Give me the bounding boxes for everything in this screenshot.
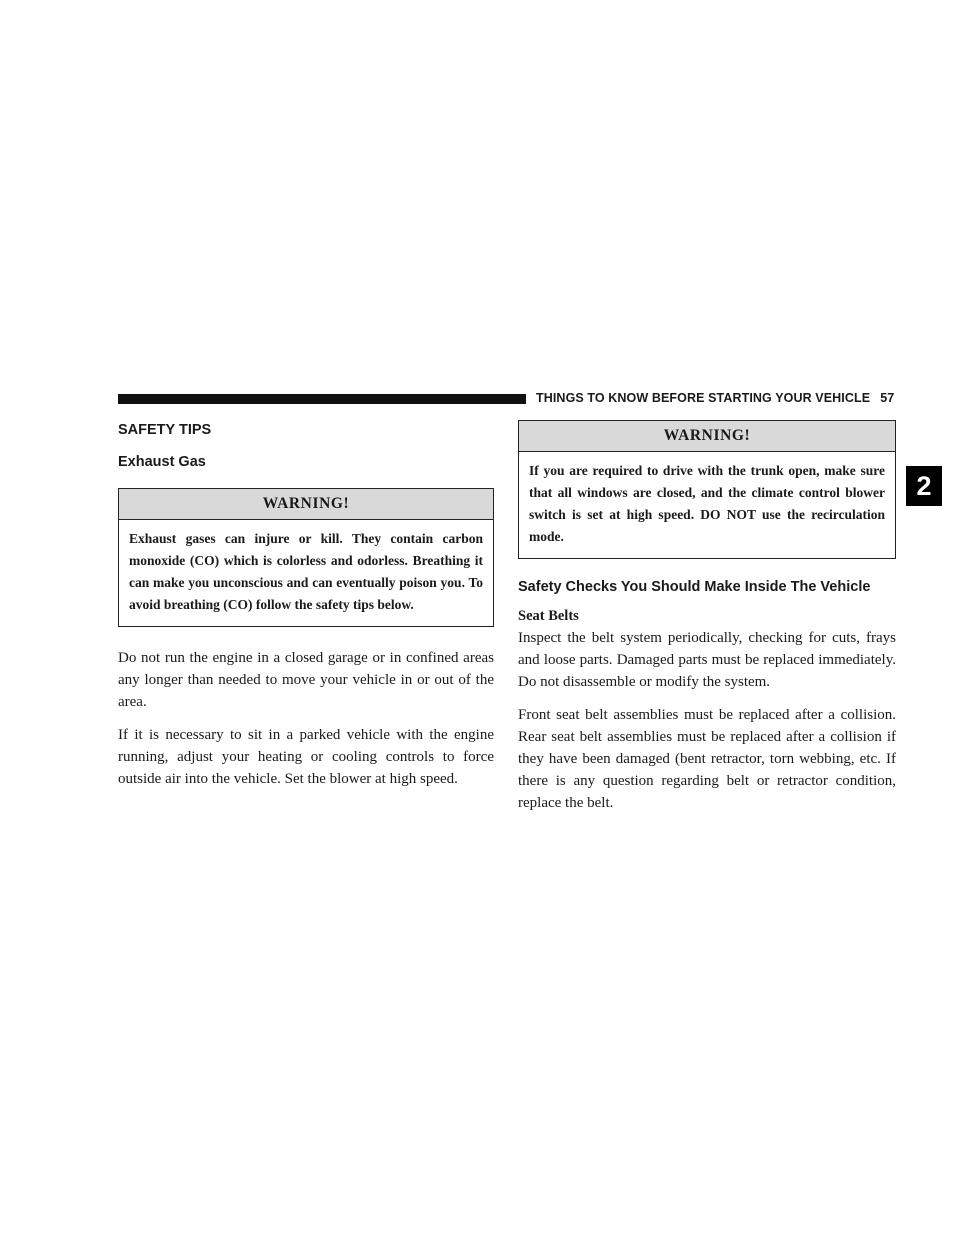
page-number: 57 (880, 391, 895, 405)
warning-box: WARNING! If you are required to drive wi… (518, 420, 896, 559)
warning-heading: WARNING! (119, 489, 493, 520)
running-header: THINGS TO KNOW BEFORE STARTING YOUR VEHI… (536, 391, 896, 405)
chapter-tab: 2 (906, 466, 942, 506)
paragraph: Front seat belt assemblies must be repla… (518, 707, 896, 811)
paragraph: If it is necessary to sit in a parked ve… (118, 727, 494, 787)
warning-text: If you are required to drive with the tr… (529, 463, 885, 544)
subsection-title: Exhaust Gas (118, 454, 206, 470)
seat-belts-title: Seat Belts (518, 608, 579, 624)
header-rule (118, 394, 526, 404)
paragraph: Do not run the engine in a closed garage… (118, 650, 494, 710)
warning-text: Exhaust gases can injure or kill. They c… (129, 531, 483, 612)
paragraph: Inspect the belt system periodically, ch… (518, 630, 896, 690)
subsection-title: Safety Checks You Should Make Inside The… (518, 579, 871, 595)
warning-box: WARNING! Exhaust gases can injure or kil… (118, 488, 494, 627)
warning-heading: WARNING! (519, 421, 895, 452)
left-column: SAFETY TIPS Exhaust Gas WARNING! Exhaust… (118, 420, 494, 790)
header-title: THINGS TO KNOW BEFORE STARTING YOUR VEHI… (536, 391, 871, 405)
right-column: WARNING! If you are required to drive wi… (518, 420, 896, 814)
section-title: SAFETY TIPS (118, 422, 212, 438)
